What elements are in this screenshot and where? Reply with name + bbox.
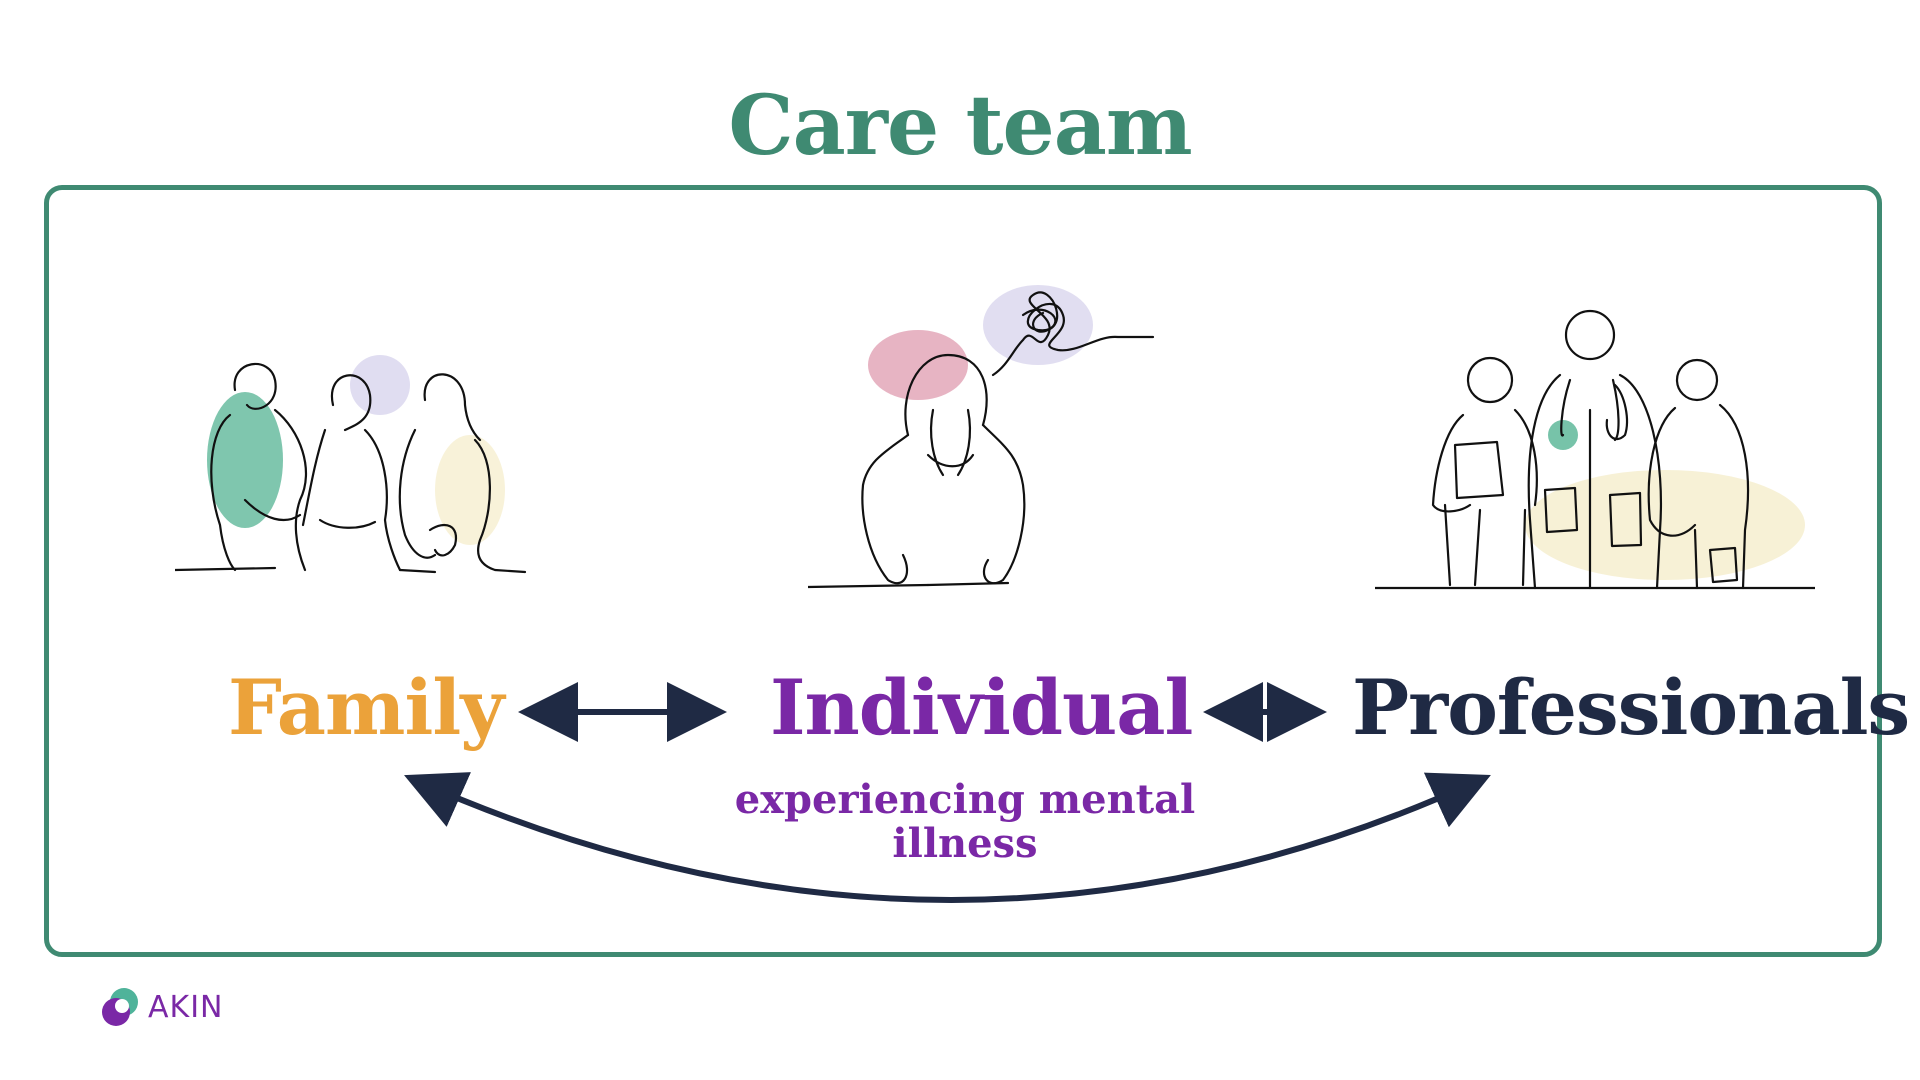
family-professionals-arrow [404, 772, 1491, 903]
distressed-person-line-drawing-icon [808, 285, 1155, 589]
professionals-label: Professionals [1352, 663, 1910, 752]
individual-sublabel-line2: illness [892, 820, 1038, 867]
individual-label: Individual [770, 663, 1193, 752]
akin-logo-text: AKIN [148, 989, 224, 1025]
family-label: Family [228, 663, 504, 752]
medical-staff-line-drawing-icon [1375, 309, 1815, 590]
family-line-drawing-icon [175, 355, 527, 574]
page-title: Care team [728, 78, 1192, 174]
care-team-frame [44, 185, 1882, 957]
akin-logo-icon [102, 988, 138, 1026]
akin-logo: AKIN [98, 984, 223, 1030]
